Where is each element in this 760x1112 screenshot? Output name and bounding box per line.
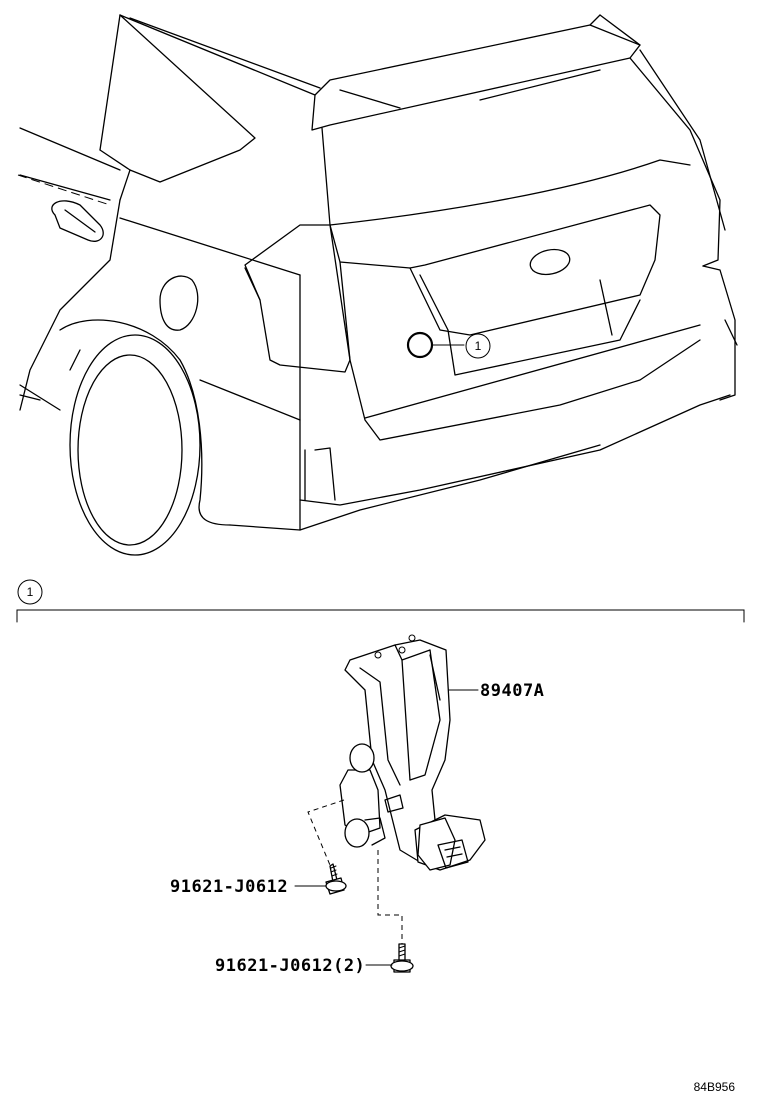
assembly-guide-lines <box>307 799 403 955</box>
bolt-single-icon <box>325 863 347 895</box>
section-marker-number: 1 <box>27 585 34 599</box>
vehicle-callout-number: 1 <box>475 339 482 353</box>
height-sensor-assembly <box>339 634 486 871</box>
part-label-bolt-double: 91621-J0612(2) <box>215 956 365 976</box>
vehicle-rear-illustration: 1 <box>17 14 738 556</box>
part-label-bolt-single: 91621-J0612 <box>170 877 288 897</box>
section-divider: 1 <box>16 579 745 623</box>
diagram-reference-code: 84B956 <box>694 1080 736 1094</box>
part-label-89407A: 89407A <box>480 681 544 701</box>
bolt-double-icon <box>390 943 414 973</box>
